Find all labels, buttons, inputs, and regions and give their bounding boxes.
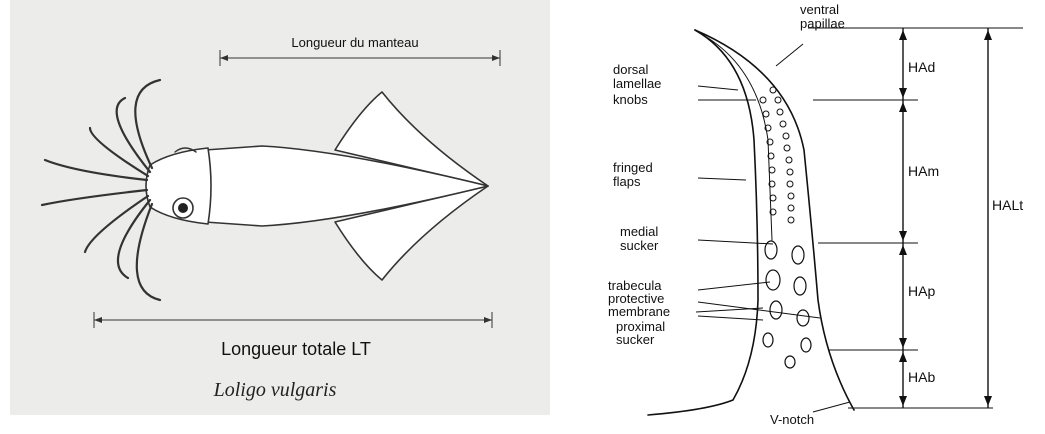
dorsal-lamella-line: [708, 38, 772, 240]
label-v-notch: V-notch: [770, 412, 814, 427]
label-medial-sucker-1: medial: [620, 224, 658, 239]
pupil: [178, 203, 188, 213]
label-knobs: knobs: [613, 92, 648, 107]
segment-dimensions: [808, 28, 1023, 408]
label-dorsal-lamellae-1: dorsal: [613, 62, 649, 77]
tentacle-club-diagram: ventral papillae dorsal lamellae knobs f…: [558, 0, 1045, 429]
callout-lines: [696, 44, 850, 412]
label-fringed-flaps-1: fringed: [613, 160, 653, 175]
label-dorsal-lamellae-2: lamellae: [613, 76, 661, 91]
tentacle-club: [648, 30, 854, 415]
total-length-label: Longueur totale LT: [221, 339, 371, 359]
label-protective-membrane-2: membrane: [608, 304, 670, 319]
segment-label-hap: HAp: [908, 283, 935, 299]
proximal-suckers: [763, 241, 811, 368]
segment-label-ham: HAm: [908, 163, 939, 179]
squid-diagram: Longueur du manteau: [0, 0, 558, 429]
segment-label-had: HAd: [908, 59, 935, 75]
anatomy-labels: ventral papillae dorsal lamellae knobs f…: [608, 2, 1023, 427]
label-fringed-flaps-2: flaps: [613, 174, 641, 189]
label-ventral-papillae-1: ventral: [800, 2, 839, 17]
mantle-length-label: Longueur du manteau: [291, 35, 418, 50]
tentacle-club-panel: ventral papillae dorsal lamellae knobs f…: [558, 0, 1045, 429]
species-name: Loligo vulgaris: [213, 379, 337, 401]
label-proximal-sucker-2: sucker: [616, 332, 655, 347]
segment-label-halt: HALt: [992, 197, 1023, 213]
label-medial-sucker-2: sucker: [620, 238, 659, 253]
segment-label-hab: HAb: [908, 369, 935, 385]
squid-diagram-panel: Longueur du manteau: [0, 0, 558, 429]
label-ventral-papillae-2: papillae: [800, 16, 845, 31]
club-left-edge: [648, 30, 758, 415]
